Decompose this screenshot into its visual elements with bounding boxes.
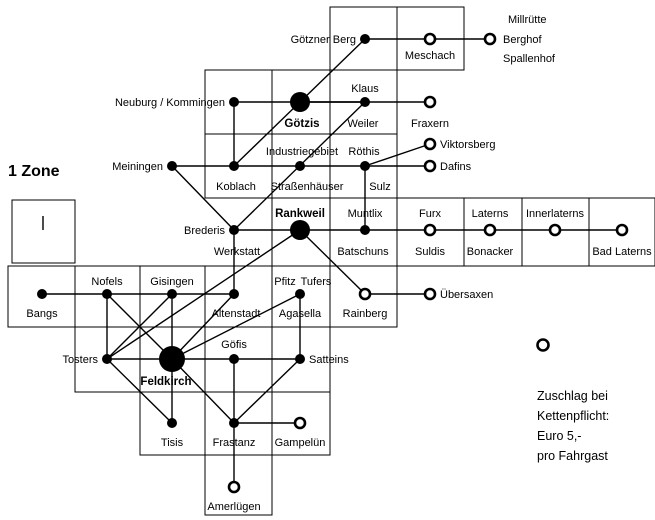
label-bad-laterns: Bad Laterns (592, 246, 652, 258)
label-batschuns: Batschuns (337, 246, 389, 258)
label-klaus: Klaus (351, 83, 379, 95)
label-feldkirch: Feldkirch (140, 376, 191, 388)
label-millruette: Millrütte (508, 14, 547, 26)
label-werkstatt: Werkstatt (214, 246, 260, 258)
label-altenstadt: Altenstadt (212, 308, 261, 320)
label-bonacker: Bonacker (467, 246, 514, 258)
label-tufers: Tufers (301, 276, 332, 288)
stop-strassenhaeuser (295, 161, 305, 171)
zone-cell (329, 265, 398, 328)
stop-fraxern (423, 95, 437, 109)
label-rankweil: Rankweil (275, 208, 325, 220)
stop-gampeluen (293, 416, 307, 430)
routes (42, 38, 622, 487)
label-meiningen: Meiningen (112, 161, 163, 173)
label-muntlix: Muntlix (348, 208, 383, 220)
stop-dafins (423, 159, 437, 173)
label-pfitz: Pfitz (274, 276, 295, 288)
stop-goetzis (290, 92, 310, 112)
stop-uebersaxen (423, 287, 437, 301)
label-goetzner-berg: Götzner Berg (291, 34, 356, 46)
stop-meiningen (167, 161, 177, 171)
zone-legend-title: 1 Zone (8, 163, 60, 180)
stop-brederis (229, 225, 239, 235)
stop-goetzner-berg (360, 34, 370, 44)
stop-rankweil (290, 220, 310, 240)
label-satteins: Satteins (309, 354, 349, 366)
stop-gisingen (167, 289, 177, 299)
label-amerluegen: Amerlügen (207, 501, 260, 513)
label-fraxern: Fraxern (411, 118, 449, 130)
stop-viktorsberg (423, 137, 437, 151)
label-sulz: Sulz (369, 181, 390, 193)
label-laterns: Laterns (472, 208, 509, 220)
zone-cell (204, 454, 273, 516)
label-koblach: Koblach (216, 181, 256, 193)
zone-legend: 1 Zone (8, 163, 76, 264)
stop-amerluegen (227, 480, 241, 494)
label-roethis: Röthis (348, 146, 380, 158)
stop-bangs (37, 289, 47, 299)
open-stop-icon (536, 338, 550, 352)
stop-meschach (423, 32, 437, 46)
stop-bad-laterns (615, 223, 629, 237)
stop-klaus (360, 97, 370, 107)
stop-innerlaterns (548, 223, 562, 237)
stop-nofels (102, 289, 112, 299)
label-weiler: Weiler (348, 118, 379, 130)
label-suldis: Suldis (415, 246, 445, 258)
label-frastanz: Frastanz (213, 437, 256, 449)
zone-cell (588, 197, 655, 267)
label-strassenhaeuser: Straßenhäuser (271, 181, 344, 193)
label-nofels: Nofels (91, 276, 123, 288)
label-meschach: Meschach (405, 50, 455, 62)
label-dafins: Dafins (440, 161, 472, 173)
stop-muntlix (360, 225, 370, 235)
stop-berghof (483, 32, 497, 46)
label-brederis: Brederis (184, 225, 225, 237)
zone-legend-box (11, 199, 76, 264)
label-tosters: Tosters (63, 354, 99, 366)
stop-feldkirch (159, 346, 185, 372)
label-gisingen: Gisingen (150, 276, 193, 288)
label-rainberg: Rainberg (343, 308, 388, 320)
surcharge-line-4: pro Fahrgast (537, 449, 608, 463)
label-furx: Furx (419, 208, 442, 220)
stop-frastanz (229, 418, 239, 428)
surcharge-line-2: Kettenpflicht: (537, 409, 609, 423)
stops (37, 32, 629, 494)
label-agasella: Agasella (279, 308, 322, 320)
label-innerlaterns: Innerlaterns (526, 208, 585, 220)
label-berghof: Berghof (503, 34, 542, 46)
label-bangs: Bangs (26, 308, 58, 320)
label-tisis: Tisis (161, 437, 184, 449)
stop-labels: Götzner Berg Meschach Millrütte Berghof … (26, 14, 652, 513)
stop-laterns (483, 223, 497, 237)
label-industriegebiet: Industriegebiet (266, 146, 338, 158)
surcharge-legend: Zuschlag bei Kettenpflicht: Euro 5,- pro… (536, 338, 609, 463)
surcharge-line-1: Zuschlag bei (537, 389, 608, 403)
label-gampeluen: Gampelün (275, 437, 326, 449)
stop-tisis (167, 418, 177, 428)
stop-rainberg (358, 287, 372, 301)
surcharge-line-3: Euro 5,- (537, 429, 581, 443)
label-viktorsberg: Viktorsberg (440, 139, 495, 151)
label-goetzis: Götzis (284, 118, 319, 130)
stop-roethis (360, 161, 370, 171)
label-goefis: Göfis (221, 339, 247, 351)
stop-furx (423, 223, 437, 237)
stop-agasella (295, 289, 305, 299)
stop-neuburg (229, 97, 239, 107)
stop-koblach (229, 161, 239, 171)
stop-goefis (229, 354, 239, 364)
stop-altenstadt (229, 289, 239, 299)
label-spallenhof: Spallenhof (503, 53, 556, 65)
stop-tosters (102, 354, 112, 364)
label-neuburg: Neuburg / Kommingen (115, 97, 225, 109)
label-uebersaxen: Übersaxen (440, 289, 493, 301)
stop-satteins (295, 354, 305, 364)
